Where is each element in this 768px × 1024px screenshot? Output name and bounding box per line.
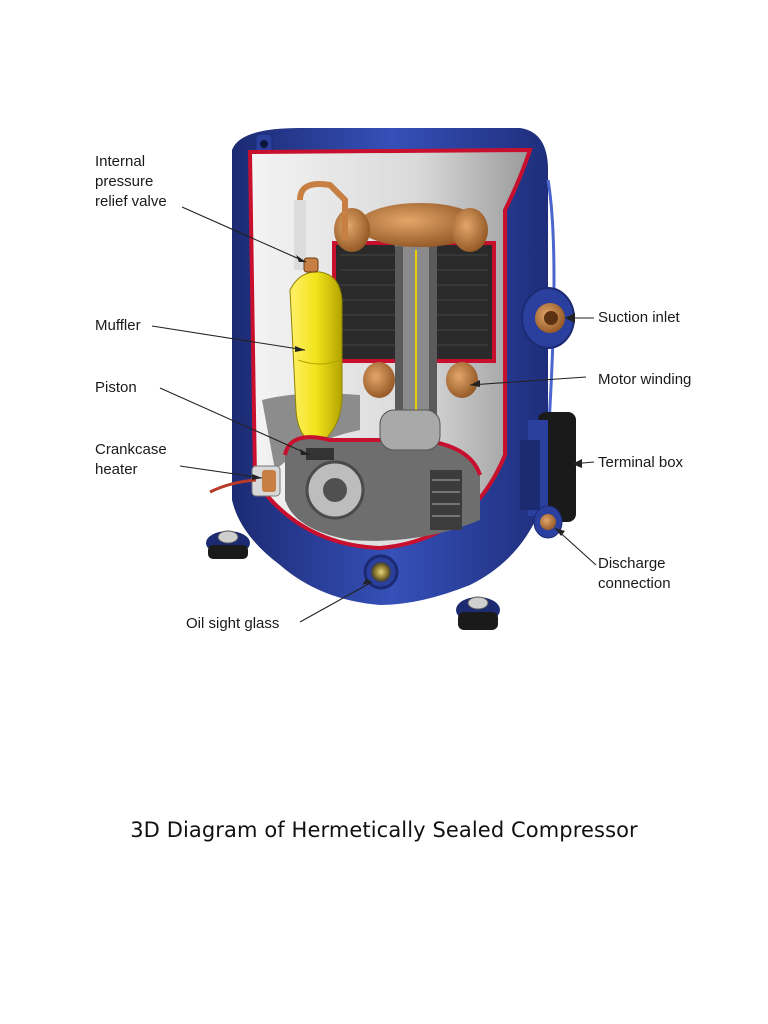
oil-sight-glass bbox=[363, 554, 399, 590]
suction-inlet bbox=[521, 287, 575, 349]
label-suction-inlet: Suction inlet bbox=[598, 309, 680, 326]
label-relief-valve: Internal pressure relief valve bbox=[95, 153, 167, 210]
discharge-connection bbox=[533, 505, 563, 539]
label-muffler: Muffler bbox=[95, 317, 141, 334]
label-oil-sight-glass: Oil sight glass bbox=[186, 615, 280, 632]
leader-arrowheads bbox=[252, 255, 582, 585]
label-terminal-box: Terminal box bbox=[598, 454, 684, 471]
label-motor-winding: Motor winding bbox=[598, 371, 692, 388]
label-discharge-connection: Discharge connection bbox=[598, 555, 671, 592]
crank-assembly bbox=[283, 409, 482, 541]
label-piston: Piston bbox=[95, 379, 137, 396]
motor-stator bbox=[332, 225, 496, 435]
relief-valve bbox=[303, 257, 319, 273]
mounting-feet bbox=[206, 530, 500, 630]
figure-caption: 3D Diagram of Hermetically Sealed Compre… bbox=[130, 818, 638, 842]
crankcase-heater bbox=[209, 465, 281, 497]
compressor-diagram bbox=[151, 128, 597, 630]
label-crankcase-heater: Crankcase heater bbox=[95, 441, 167, 478]
terminal-box bbox=[520, 412, 576, 522]
